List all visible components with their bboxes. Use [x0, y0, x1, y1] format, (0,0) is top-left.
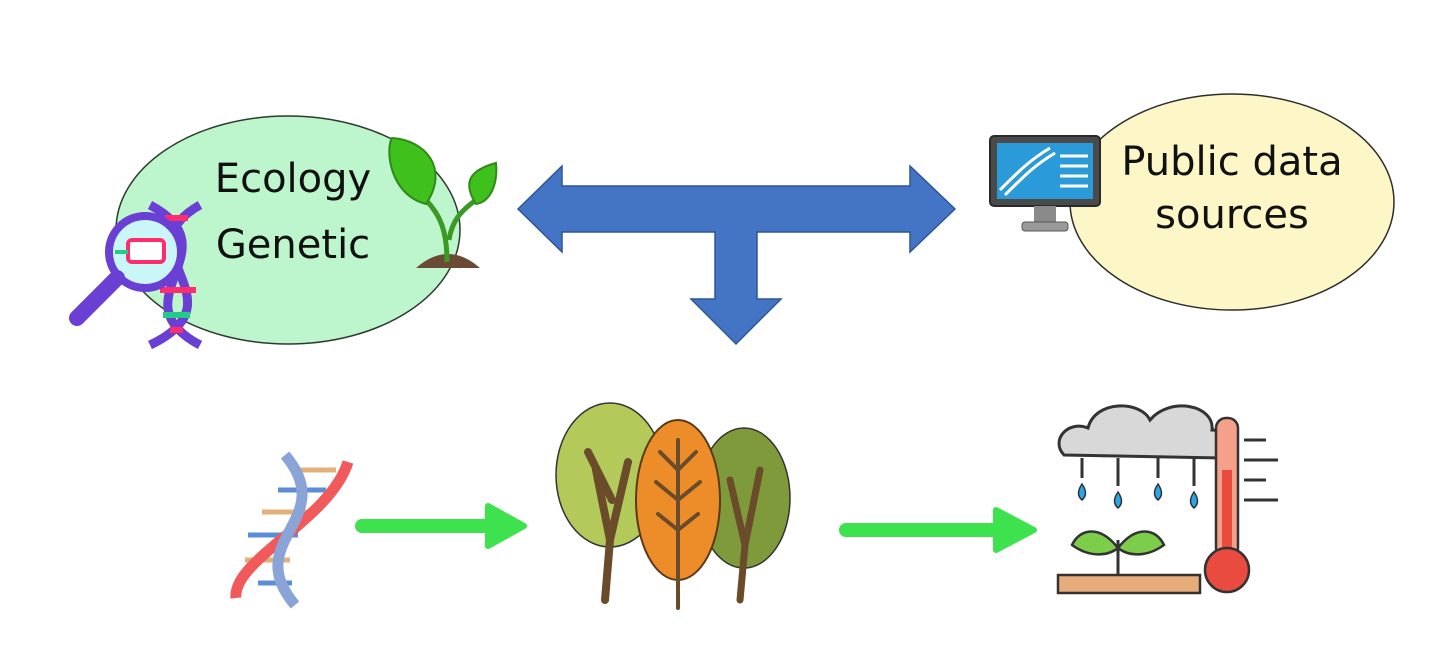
climate-icon	[1056, 404, 1278, 595]
green-arrow-right	[839, 507, 1037, 553]
computer-dna-icon	[989, 135, 1101, 232]
dna-helix-icon	[230, 451, 354, 609]
trees-icon	[555, 402, 791, 610]
ecology-label: Ecology	[215, 156, 371, 202]
dna-magnifier-icon	[69, 201, 203, 350]
public-data-label: Public data	[1121, 139, 1342, 185]
blue-t-arrow	[516, 164, 957, 346]
genetic-label: Genetic	[216, 222, 370, 268]
sprout-icon	[388, 136, 498, 268]
sources-label: sources	[1155, 192, 1309, 238]
green-arrow-left	[355, 503, 527, 549]
